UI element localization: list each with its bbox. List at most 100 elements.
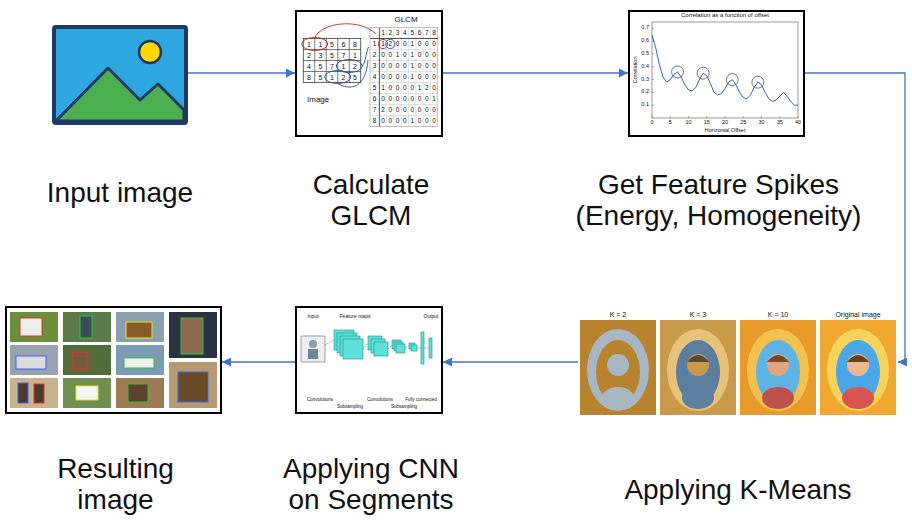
table-header: 2 bbox=[388, 30, 392, 37]
child-hair bbox=[847, 355, 869, 362]
table-cell: 0 bbox=[418, 107, 422, 114]
child-hair bbox=[687, 355, 709, 362]
spike-marker bbox=[672, 66, 684, 78]
detection-box bbox=[128, 384, 148, 402]
table-cell: 0 bbox=[396, 107, 400, 114]
table-cell: 0 bbox=[381, 96, 385, 103]
table-cell: 8 bbox=[353, 41, 357, 48]
table-cell: 0 bbox=[388, 118, 392, 125]
table-cell: 2 bbox=[425, 85, 429, 92]
table-header: 4 bbox=[373, 74, 377, 81]
kmeans-panel: Applying K-Means bbox=[578, 308, 898, 415]
table-cell: 1 bbox=[307, 41, 311, 48]
window-frame bbox=[827, 329, 889, 411]
kmeans-illustration bbox=[578, 308, 898, 415]
axis-ticks bbox=[652, 28, 798, 118]
correlation-curve bbox=[652, 35, 798, 105]
spike-marker bbox=[697, 67, 709, 79]
detection-box bbox=[72, 352, 88, 370]
table-cell: 0 bbox=[388, 96, 392, 103]
table-header: 3 bbox=[373, 63, 377, 70]
table-cell: 0 bbox=[403, 41, 407, 48]
feature-map bbox=[411, 345, 417, 351]
table-cell: 0 bbox=[410, 96, 414, 103]
table-cell: 8 bbox=[307, 74, 311, 81]
table-cell: 7 bbox=[342, 52, 346, 59]
table-cell: 0 bbox=[410, 107, 414, 114]
flow-arrow bbox=[443, 72, 628, 73]
tick-label: 30 bbox=[758, 120, 764, 126]
table-cell: 0 bbox=[396, 74, 400, 81]
child-face bbox=[847, 354, 869, 376]
table-cell: 0 bbox=[425, 52, 429, 59]
thumbnail bbox=[116, 312, 164, 342]
table-cell: 1 bbox=[330, 74, 334, 81]
table-cell: 0 bbox=[432, 63, 436, 70]
image-caption: K = 10 bbox=[768, 311, 788, 318]
table-cell: 0 bbox=[432, 74, 436, 81]
photo-ground bbox=[820, 320, 896, 415]
tick-label: 15 bbox=[704, 120, 710, 126]
table-cell: 0 bbox=[418, 118, 422, 125]
photo-ground bbox=[740, 320, 816, 415]
table-title: Image bbox=[307, 96, 329, 104]
caption-text: Applying CNN on Segments bbox=[274, 453, 469, 515]
child-body bbox=[842, 387, 874, 409]
table-cell: 2 bbox=[307, 52, 311, 59]
thumbnail bbox=[10, 345, 58, 375]
flow-arrow bbox=[443, 361, 578, 362]
table-cell: 3 bbox=[319, 52, 323, 59]
image-icon bbox=[54, 27, 186, 123]
table-header: 5 bbox=[410, 30, 414, 37]
table-cell: 0 bbox=[403, 52, 407, 59]
window-frame bbox=[747, 329, 809, 411]
feature-maps bbox=[334, 330, 432, 364]
caption-text: Applying K-Means bbox=[588, 474, 888, 505]
photo-ground bbox=[660, 320, 736, 415]
table-cell: 5 bbox=[353, 74, 357, 81]
tick-label: 20 bbox=[722, 120, 728, 126]
tick-label: 0 bbox=[650, 120, 653, 126]
image-caption: K = 2 bbox=[610, 311, 627, 318]
tick-label: 25 bbox=[740, 120, 746, 126]
table-cell: 2 bbox=[353, 63, 357, 70]
tick-label: 0.7 bbox=[641, 26, 649, 32]
caption-text: Resulting image bbox=[36, 453, 196, 515]
robot-body bbox=[308, 349, 318, 359]
input-image bbox=[301, 336, 325, 362]
robot-head bbox=[309, 340, 317, 348]
table-cell: 0 bbox=[403, 96, 407, 103]
pair-highlight bbox=[302, 38, 328, 51]
glcm-header-lines bbox=[370, 28, 438, 127]
table-cell: 0 bbox=[396, 118, 400, 125]
table-cell: 0 bbox=[403, 107, 407, 114]
window-frame bbox=[587, 329, 649, 411]
table-cell: 1 bbox=[410, 118, 414, 125]
axis-title: Correlation bbox=[633, 57, 639, 84]
table-cell: 0 bbox=[381, 118, 385, 125]
child-body bbox=[602, 387, 634, 409]
child-hair bbox=[767, 355, 789, 362]
detection-box bbox=[16, 356, 46, 369]
tick-label: 0.5 bbox=[641, 51, 649, 57]
table-cell: 1 bbox=[396, 52, 400, 59]
table-cell: 1 bbox=[410, 52, 414, 59]
table-cell: 0 bbox=[432, 85, 436, 92]
table-cell: 0 bbox=[418, 52, 422, 59]
table-cell: 0 bbox=[388, 52, 392, 59]
caption-text: Calculate GLCM bbox=[291, 169, 451, 231]
image-caption: Original image bbox=[835, 311, 880, 318]
axis-title: Horizontal Offset bbox=[705, 128, 746, 134]
cnn-illustration bbox=[295, 306, 443, 414]
table-header: 8 bbox=[432, 30, 436, 37]
table-cell: 0 bbox=[432, 118, 436, 125]
feature-map bbox=[343, 339, 363, 359]
correlation-plot bbox=[628, 10, 805, 137]
table-cell: 0 bbox=[425, 63, 429, 70]
table-cell: 5 bbox=[319, 74, 323, 81]
table-cell: 0 bbox=[381, 52, 385, 59]
icon-mountains bbox=[56, 68, 184, 121]
result-thumbnails bbox=[5, 306, 222, 414]
panel-ground bbox=[295, 306, 443, 414]
feature-map bbox=[396, 344, 405, 353]
